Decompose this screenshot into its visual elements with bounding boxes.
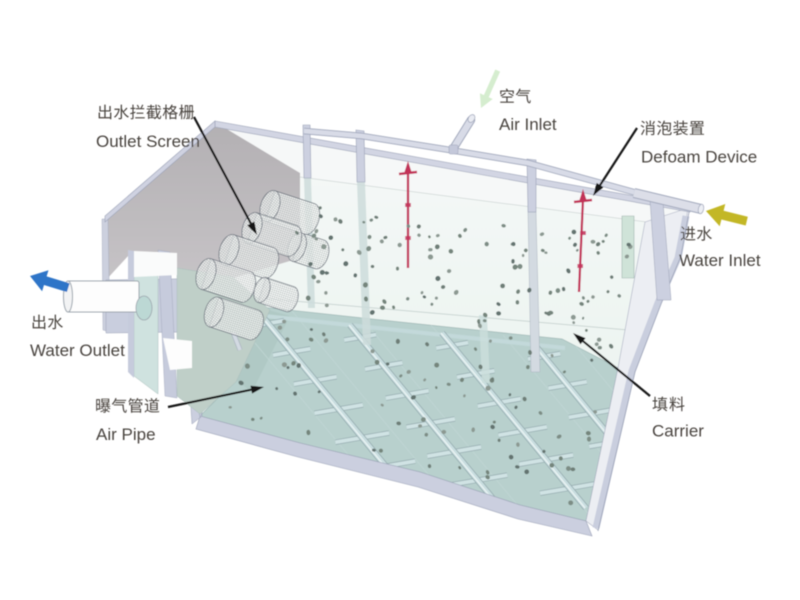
svg-text:Water Outlet: Water Outlet [30,341,125,360]
svg-text:Defoam Device: Defoam Device [641,148,757,167]
svg-text:Water Inlet: Water Inlet [679,251,761,270]
svg-text:Outlet Screen: Outlet Screen [96,132,200,151]
svg-text:Air Inlet: Air Inlet [499,115,557,134]
svg-text:Air Pipe: Air Pipe [96,425,156,444]
svg-text:Carrier: Carrier [652,422,704,441]
